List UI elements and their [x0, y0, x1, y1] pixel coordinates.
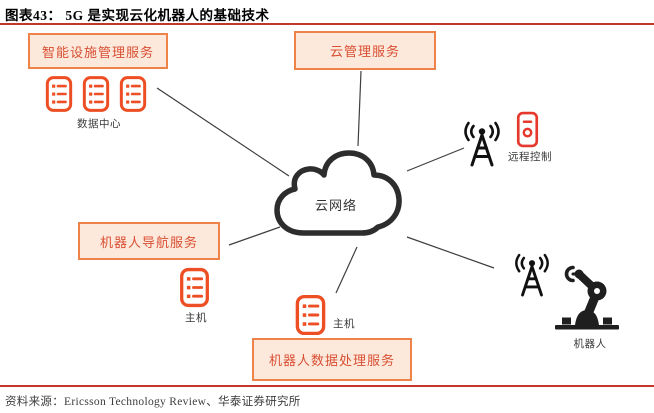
service-box-robot-data-processing: 机器人数据处理服务: [252, 338, 412, 381]
robot-label: 机器人: [573, 338, 607, 350]
cloud-icon: [274, 150, 402, 236]
remote-icon: [516, 111, 539, 148]
service-box-cloud-management: 云管理服务: [294, 31, 436, 70]
service-label: 云管理服务: [329, 44, 400, 59]
remote-control-label: 远程控制: [508, 151, 552, 163]
source-note: 资料来源：Ericsson Technology Review、华泰证券研究所: [5, 396, 301, 408]
service-box-facility-management: 智能设施管理服务: [28, 33, 168, 69]
cloud-network-node: 云网络: [270, 145, 402, 245]
figure-title: 图表43： 5G 是实现云化机器人的基础技术: [5, 8, 270, 23]
server-icon: [82, 76, 110, 112]
top-divider: [0, 23, 654, 25]
host-label: 主机: [185, 312, 207, 324]
server-icon: [45, 76, 73, 112]
server-icon: [119, 76, 147, 112]
cloud-network-label: 云网络: [314, 198, 357, 213]
server-icon: [295, 294, 326, 336]
service-box-robot-navigation: 机器人导航服务: [78, 222, 220, 260]
antenna-icon: [464, 121, 500, 167]
robot-arm-icon: [555, 265, 619, 330]
service-label: 机器人数据处理服务: [268, 353, 395, 368]
data-center-label: 数据中心: [77, 118, 121, 130]
host-label: 主机: [333, 318, 355, 330]
service-label: 智能设施管理服务: [41, 44, 154, 60]
data-center-icons: [45, 75, 151, 113]
service-label: 机器人导航服务: [99, 234, 198, 250]
server-icon: [180, 267, 209, 308]
antenna-icon: [515, 253, 549, 297]
bottom-divider: [0, 385, 654, 387]
